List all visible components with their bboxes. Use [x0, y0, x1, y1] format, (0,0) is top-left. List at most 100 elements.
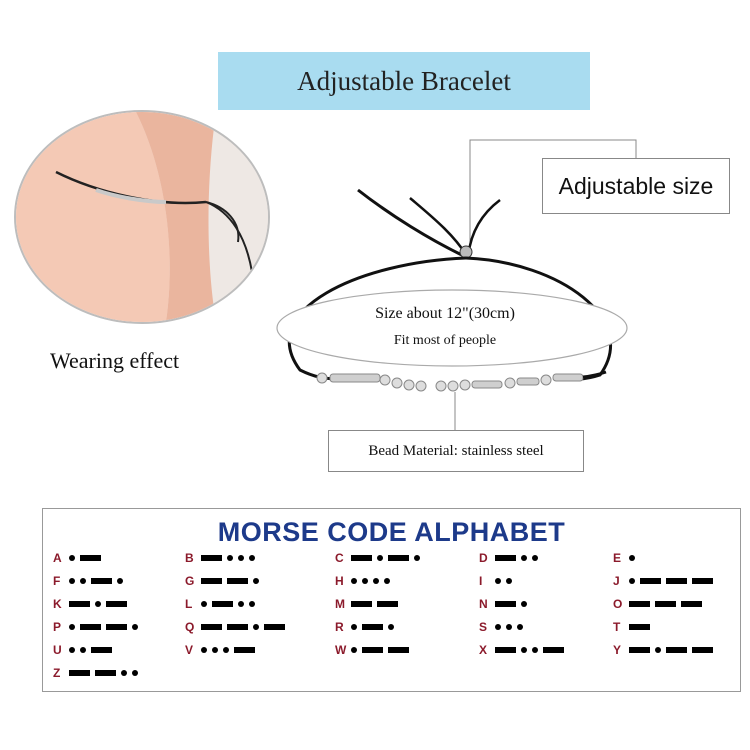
morse-dot [495, 624, 501, 630]
morse-dash [106, 624, 127, 630]
morse-dot [506, 624, 512, 630]
morse-dash [91, 578, 112, 584]
morse-dash [495, 555, 516, 561]
morse-dash [351, 601, 372, 607]
morse-dash [377, 601, 398, 607]
morse-letter: G [185, 574, 195, 588]
morse-entry-n: N [479, 597, 532, 611]
morse-dash [666, 578, 687, 584]
morse-symbols [69, 670, 143, 676]
morse-dash [201, 555, 222, 561]
morse-dash [629, 601, 650, 607]
morse-dot [121, 670, 127, 676]
morse-entry-q: Q [185, 620, 290, 634]
morse-dash [69, 670, 90, 676]
wearing-caption: Wearing effect [50, 348, 180, 373]
morse-letter: N [479, 597, 488, 611]
morse-letter: Q [185, 620, 195, 634]
morse-dash [495, 647, 516, 653]
morse-letter: Y [613, 643, 622, 657]
morse-letter: E [613, 551, 622, 565]
morse-dot [362, 578, 368, 584]
morse-dot [201, 647, 207, 653]
morse-dot [521, 555, 527, 561]
morse-entry-w: W [335, 643, 414, 657]
morse-dot [351, 578, 357, 584]
page-title: Adjustable Bracelet [297, 65, 511, 96]
morse-letter: A [53, 551, 62, 565]
fit-text: Fit most of people [393, 333, 497, 348]
morse-entry-m: M [335, 597, 403, 611]
morse-dot [414, 555, 420, 561]
morse-letter: U [53, 643, 62, 657]
morse-symbols [201, 601, 260, 607]
morse-letter: I [479, 574, 483, 588]
morse-dash [543, 647, 564, 653]
morse-dot [238, 555, 244, 561]
morse-dot [506, 578, 512, 584]
morse-entry-x: X [479, 643, 569, 657]
morse-symbols [201, 624, 290, 630]
wrist-photo [14, 110, 270, 324]
morse-dash [640, 578, 661, 584]
morse-symbols [495, 647, 569, 653]
bead-row [316, 372, 584, 392]
morse-entry-f: F [53, 574, 128, 588]
morse-dot [629, 555, 635, 561]
morse-entry-u: U [53, 643, 117, 657]
morse-entry-v: V [185, 643, 260, 657]
morse-dot [351, 624, 357, 630]
morse-dash [681, 601, 702, 607]
morse-letter: R [335, 620, 344, 634]
title-banner: Adjustable Bracelet [218, 52, 590, 110]
morse-dot [132, 624, 138, 630]
morse-dot [69, 647, 75, 653]
morse-entry-r: R [335, 620, 399, 634]
morse-letter: V [185, 643, 194, 657]
morse-symbols [495, 624, 528, 630]
morse-symbols [69, 624, 143, 630]
morse-dot [212, 647, 218, 653]
morse-symbols [201, 578, 264, 584]
morse-symbols [629, 555, 640, 561]
morse-dash [629, 624, 650, 630]
morse-dash [264, 624, 285, 630]
morse-symbols [629, 624, 655, 630]
morse-entry-l: L [185, 597, 260, 611]
morse-symbols [495, 578, 517, 584]
morse-symbols [201, 647, 260, 653]
morse-letter: P [53, 620, 62, 634]
morse-symbols [629, 647, 718, 653]
morse-dot [532, 555, 538, 561]
morse-entry-o: O [613, 597, 707, 611]
morse-entry-z: Z [53, 666, 143, 680]
morse-dot [201, 601, 207, 607]
morse-symbols [69, 601, 132, 607]
morse-dot [629, 578, 635, 584]
morse-symbols [351, 601, 403, 607]
adjustable-size-text: Adjustable size [558, 172, 714, 199]
morse-letter: M [335, 597, 345, 611]
morse-dot [377, 555, 383, 561]
morse-dash [69, 601, 90, 607]
morse-dash [91, 647, 112, 653]
morse-symbols [351, 647, 414, 653]
wrist-illustration [16, 112, 268, 322]
morse-letter: C [335, 551, 344, 565]
morse-symbols [495, 601, 532, 607]
morse-dot [532, 647, 538, 653]
morse-dash [362, 624, 383, 630]
morse-dash [629, 647, 650, 653]
morse-dash [201, 624, 222, 630]
morse-dot [227, 555, 233, 561]
morse-dot [95, 601, 101, 607]
morse-dash [388, 647, 409, 653]
morse-entry-g: G [185, 574, 264, 588]
morse-entry-y: Y [613, 643, 718, 657]
morse-letter: O [613, 597, 623, 611]
morse-entry-i: I [479, 574, 517, 588]
morse-dot [80, 578, 86, 584]
morse-entry-j: J [613, 574, 718, 588]
morse-dot [384, 578, 390, 584]
morse-symbols [629, 578, 718, 584]
